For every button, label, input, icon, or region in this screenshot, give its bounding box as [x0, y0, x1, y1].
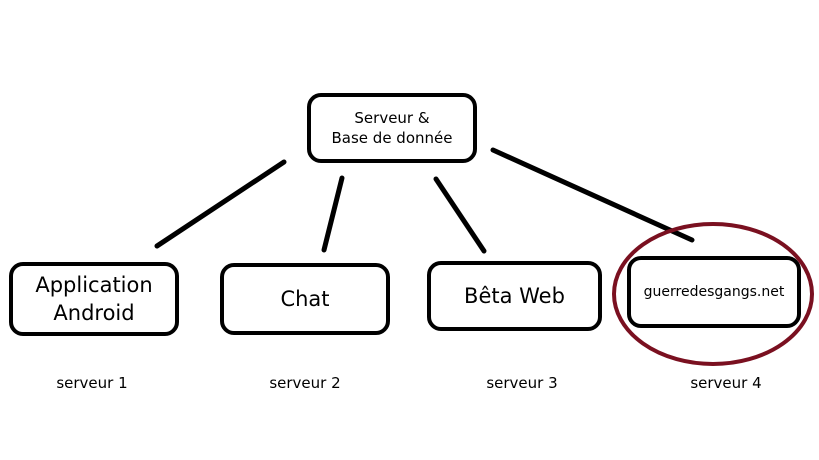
- website-label: guerredesgangs.net: [643, 283, 785, 300]
- highlight-circle: [612, 222, 814, 366]
- connector-root-android: [154, 159, 287, 249]
- connector-root-chat: [321, 175, 345, 253]
- android-app-node[interactable]: Application Android: [9, 262, 179, 336]
- server-database-node[interactable]: Serveur & Base de donnée: [307, 93, 477, 163]
- chat-node[interactable]: Chat: [220, 263, 390, 335]
- server-database-label: Serveur & Base de donnée: [331, 108, 453, 147]
- server-1-label: serveur 1: [56, 374, 128, 392]
- chat-label: Chat: [280, 286, 330, 311]
- beta-web-label: Bêta Web: [464, 283, 565, 308]
- server-3-label: serveur 3: [486, 374, 558, 392]
- beta-web-node[interactable]: Bêta Web: [427, 261, 602, 331]
- android-app-label: Application Android: [35, 272, 153, 325]
- connector-root-beta: [433, 176, 487, 254]
- server-2-label: serveur 2: [269, 374, 341, 392]
- website-node[interactable]: guerredesgangs.net: [627, 256, 801, 328]
- server-4-label: serveur 4: [690, 374, 762, 392]
- connector-root-site: [490, 147, 695, 243]
